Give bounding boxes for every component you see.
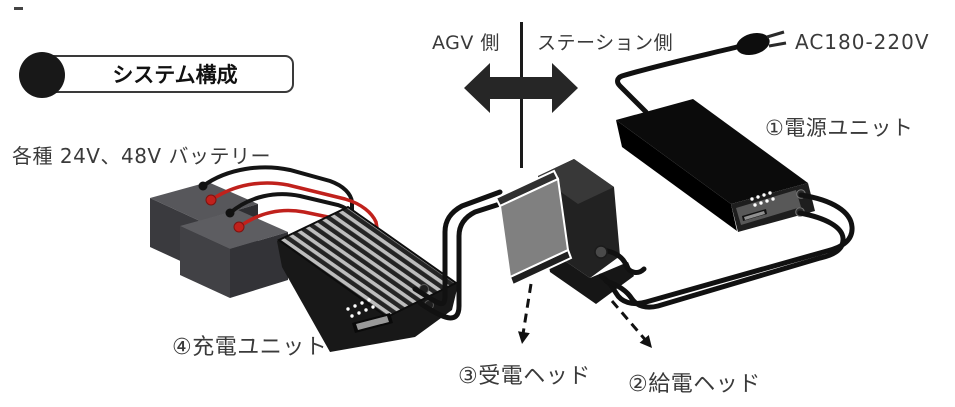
power-supply-unit bbox=[616, 99, 815, 232]
section-title: システム構成 bbox=[112, 63, 238, 87]
feed-head-pointer-arrow bbox=[610, 300, 652, 348]
section-title-badge: システム構成 bbox=[19, 52, 294, 98]
power-unit-label: ①電源ユニット bbox=[765, 116, 914, 140]
battery-pack bbox=[150, 165, 380, 298]
charge-unit-label: ④充電ユニット bbox=[172, 335, 328, 360]
battery-terminal-negative bbox=[198, 181, 208, 191]
feeding-head-cable-gland bbox=[594, 245, 608, 259]
receive-head-pointer-arrow bbox=[518, 283, 533, 344]
battery-terminal-negative bbox=[225, 208, 235, 218]
ac-power-cord bbox=[615, 44, 740, 115]
battery-terminal-positive bbox=[233, 221, 245, 233]
charging-unit bbox=[277, 205, 458, 352]
station-side-label: ステーション側 bbox=[537, 32, 674, 54]
power-unit-led-indicators bbox=[750, 191, 775, 207]
bidirectional-arrow-icon bbox=[464, 63, 578, 113]
receiving-head bbox=[494, 169, 573, 287]
cable-feed-head-to-power-unit bbox=[594, 192, 855, 310]
receive-head-label: ③受電ヘッド bbox=[458, 364, 591, 389]
ac-plug-icon bbox=[736, 30, 787, 56]
charging-unit-heatsink-fins bbox=[277, 205, 458, 319]
battery-wire-black bbox=[201, 165, 354, 224]
corner-dash-mark bbox=[14, 7, 23, 10]
charging-unit-led-indicators bbox=[346, 298, 375, 318]
cable-charger-to-receive-head bbox=[412, 189, 503, 307]
cable-charger-to-receive-head bbox=[417, 200, 506, 321]
battery-label: 各種 24V、48V バッテリー bbox=[12, 144, 271, 168]
badge-circle-icon bbox=[19, 52, 65, 98]
ac-voltage-label: AC180-220V bbox=[795, 30, 930, 54]
agv-side-label: AGV 側 bbox=[432, 32, 500, 54]
feed-head-label: ②給電ヘッド bbox=[628, 372, 761, 397]
battery-wire-red bbox=[209, 181, 380, 236]
battery-terminal-positive bbox=[205, 194, 217, 206]
